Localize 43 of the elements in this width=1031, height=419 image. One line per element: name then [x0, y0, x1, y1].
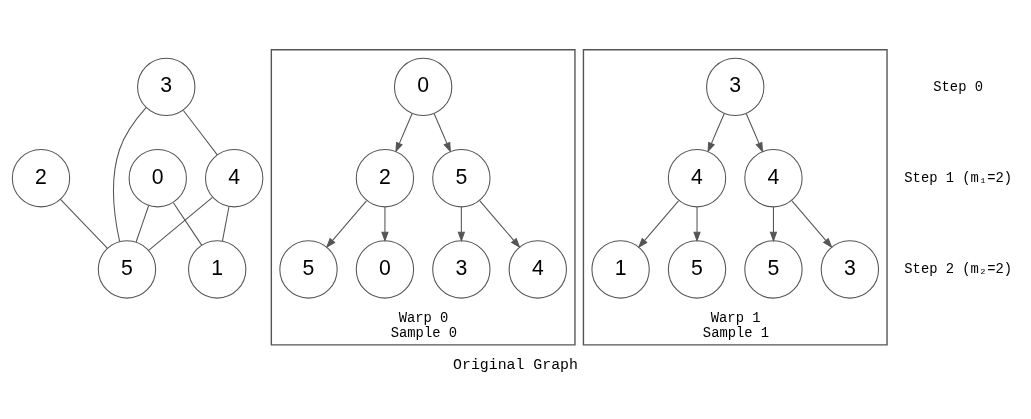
node-circle: 3: [137, 57, 196, 117]
node-circle: 4: [205, 149, 264, 208]
connector: [221, 205, 230, 242]
node-circle: 5: [279, 240, 338, 299]
caption: Original Graph: [453, 357, 578, 374]
node-circle: 2: [11, 149, 71, 208]
node-circle: 4: [744, 149, 803, 208]
arrow: [707, 113, 725, 153]
node-circle: 2: [355, 149, 415, 208]
arrow: [791, 200, 833, 249]
arrow: [381, 206, 389, 243]
connector: [182, 109, 218, 156]
node-circle: 0: [128, 149, 187, 208]
node-circle: 5: [432, 149, 491, 208]
connector: [148, 196, 213, 251]
connector: [59, 198, 109, 249]
arrow: [325, 200, 367, 249]
node-circle: 4: [667, 149, 727, 208]
arrow: [745, 113, 764, 153]
label: Step 0: [933, 79, 984, 95]
arrow: [693, 206, 701, 243]
node-circle: 3: [820, 240, 880, 299]
connector: [113, 107, 147, 243]
connector: [135, 205, 150, 243]
node-circle: 4: [508, 240, 567, 299]
arrow: [433, 113, 451, 153]
node-circle: 1: [591, 240, 650, 299]
connector: [172, 202, 203, 246]
arrow: [479, 200, 521, 249]
node-circle: 5: [667, 240, 727, 299]
arrow: [395, 113, 413, 153]
label: Step 1 (m₁=2): [904, 170, 1012, 186]
node-circle: 0: [355, 240, 415, 299]
node-circle: 1: [188, 240, 247, 299]
label: Step 2 (m₂=2): [904, 262, 1012, 278]
node-circle: 3: [706, 57, 765, 117]
arrow: [457, 206, 466, 243]
node-circle: 3: [432, 240, 491, 299]
arrow: [769, 206, 778, 243]
node-circle: 5: [744, 240, 803, 299]
node-circle: 5: [97, 240, 157, 299]
arrow: [637, 200, 680, 249]
node-circle: 0: [393, 57, 453, 117]
